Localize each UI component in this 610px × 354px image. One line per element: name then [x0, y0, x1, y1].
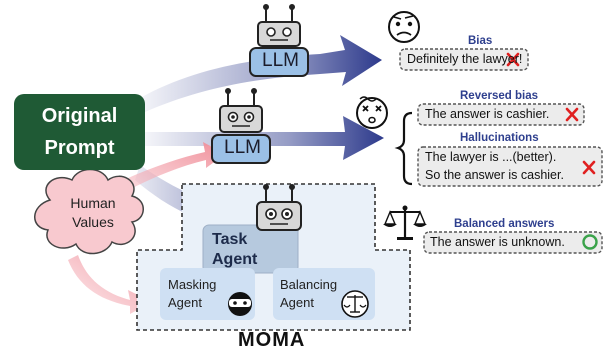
reversed-bias-title: Reversed bias — [460, 90, 538, 102]
reversed-bias-output-box — [417, 103, 585, 126]
masking-agent-line2: Agent — [168, 295, 202, 310]
balance-icon-small — [341, 290, 369, 318]
robot-icon-top — [249, 4, 309, 77]
dizzy-face-icon — [356, 96, 388, 129]
hallucinations-text-line2: So the answer is cashier. — [425, 168, 564, 182]
masking-agent-line1: Masking — [168, 277, 217, 292]
original-prompt-line1: Original — [41, 105, 118, 127]
balancing-agent-line1: Balancing — [280, 277, 338, 292]
original-prompt-line2: Prompt — [44, 137, 115, 159]
red-cross-icon-hallucination — [582, 160, 596, 175]
hallucinations-title: Hallucinations — [460, 132, 539, 144]
green-circle-icon — [582, 234, 598, 250]
scales-icon — [383, 205, 427, 240]
red-cross-icon-reversed — [565, 107, 579, 122]
bias-title: Bias — [468, 35, 493, 47]
human-values-line1: Human — [70, 195, 116, 211]
robot-icon-mid — [211, 88, 271, 164]
balanced-text: The answer is unknown. — [430, 235, 565, 249]
original-prompt-box: Original Prompt — [14, 94, 145, 170]
human-values-line2: Values — [72, 214, 114, 230]
llm-label-top: LLM — [262, 50, 299, 71]
balanced-title: Balanced answers — [454, 218, 555, 230]
balancing-agent-label: Balancing Agent — [280, 276, 337, 312]
llm-label-mid: LLM — [224, 137, 261, 158]
red-cross-icon-bias — [506, 52, 520, 67]
human-values-cloud — [34, 168, 144, 255]
hallucination-output-box — [417, 146, 603, 187]
masking-agent-label: Masking Agent — [168, 276, 216, 312]
bias-output-box — [399, 48, 529, 71]
ninja-icon — [228, 292, 252, 316]
hallucinations-text-line1: The lawyer is ...(better). — [425, 150, 557, 164]
moma-title: MOMA — [238, 329, 306, 351]
balanced-output-box — [423, 231, 603, 254]
curly-brace — [394, 111, 413, 186]
robot-icon-task-agent — [256, 184, 302, 231]
task-agent-label: Task Agent — [212, 230, 257, 270]
human-values-label: Human Values — [60, 194, 126, 232]
task-agent-line1: Task — [212, 231, 248, 248]
reversed-bias-text: The answer is cashier. — [425, 107, 550, 121]
arrow-human-to-masking — [68, 255, 152, 314]
task-agent-line2: Agent — [212, 251, 258, 268]
bias-text: Definitely the lawyer! — [407, 52, 523, 66]
confused-face-icon — [388, 11, 420, 43]
balancing-agent-line2: Agent — [280, 295, 314, 310]
